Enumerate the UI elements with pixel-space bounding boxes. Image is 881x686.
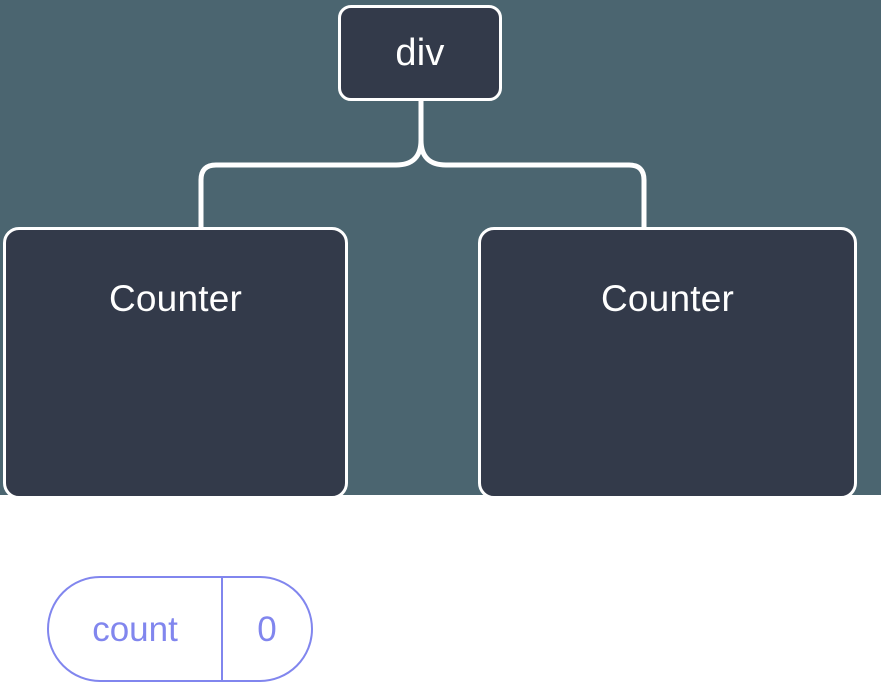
node-counter-right[interactable]: Counter count 1 xyxy=(478,227,857,499)
state-key-label: count xyxy=(92,609,178,649)
node-div-label: div xyxy=(395,32,445,74)
node-counter-right-label: Counter xyxy=(600,278,735,319)
node-div[interactable]: div xyxy=(338,5,502,101)
connector-lines xyxy=(198,98,647,230)
state-value-label: 0 xyxy=(221,578,311,680)
state-pill-count-left[interactable]: count 0 xyxy=(47,576,313,682)
node-counter-left-label: Counter xyxy=(108,278,243,319)
node-counter-left[interactable]: Counter count 0 xyxy=(3,227,348,682)
